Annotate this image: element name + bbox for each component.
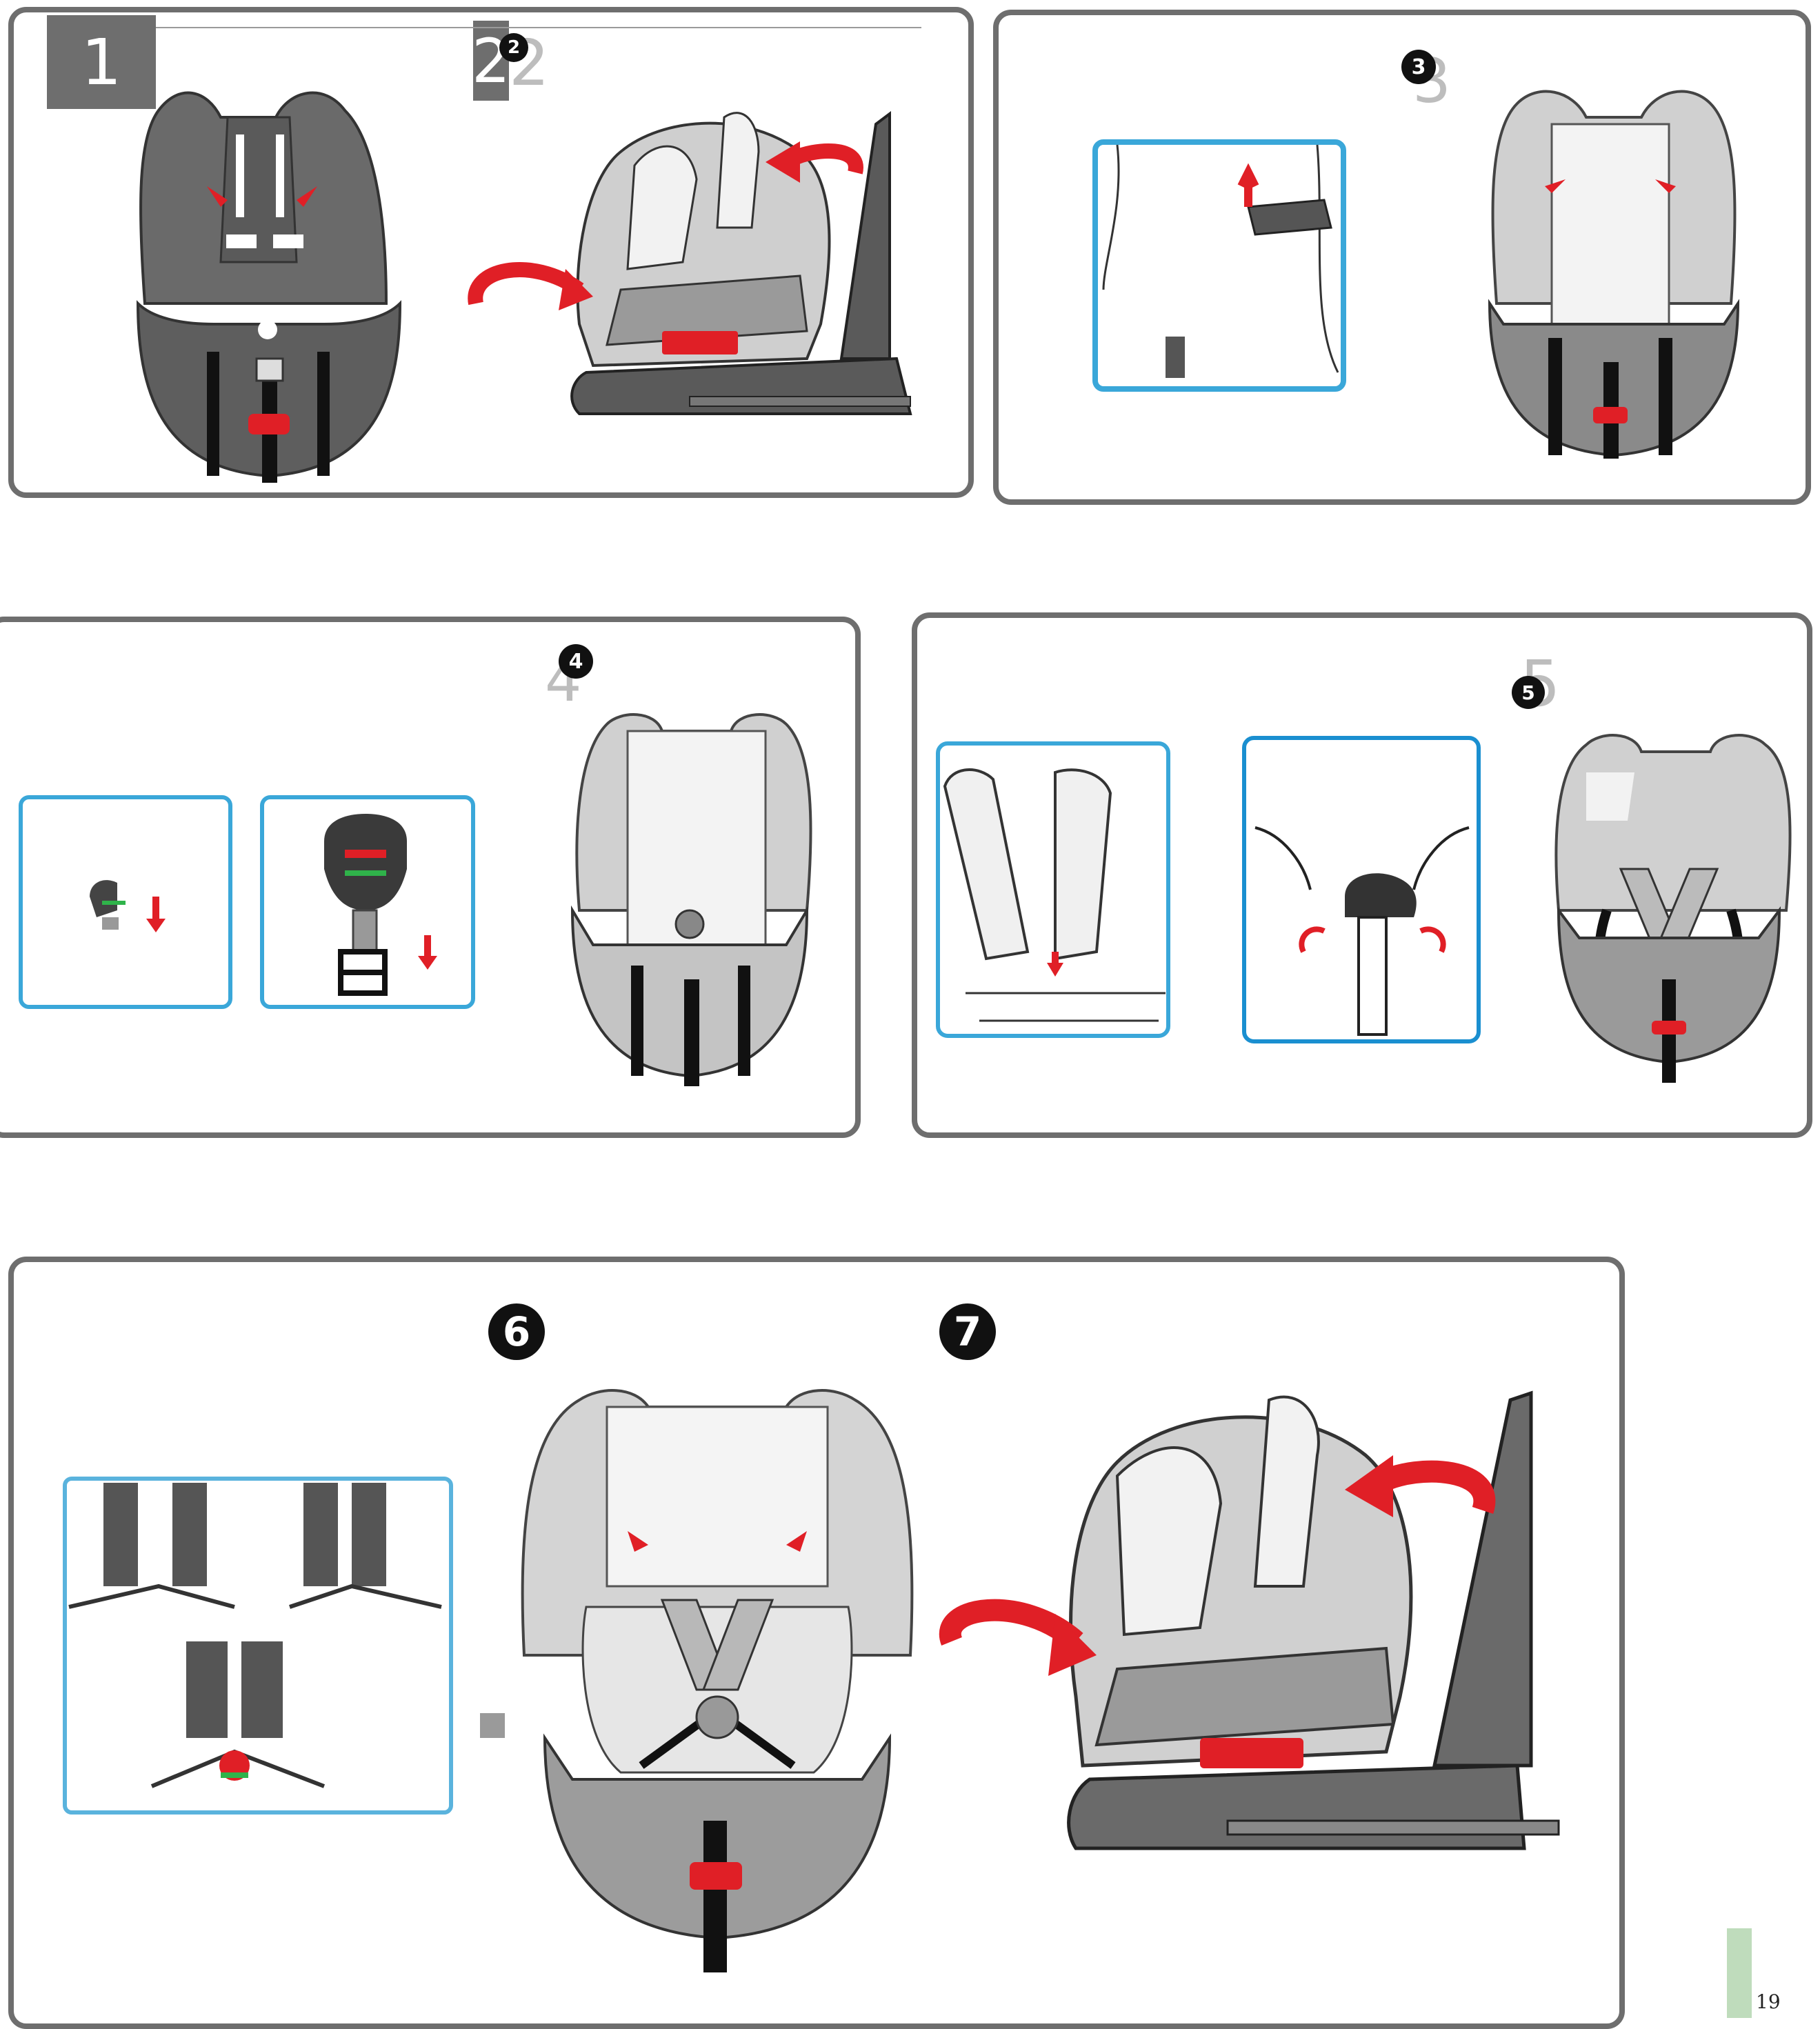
car-seat-icon xyxy=(572,714,811,1086)
page-tab xyxy=(1727,1928,1752,2018)
car-seat-icon xyxy=(138,93,400,483)
car-seat-icon xyxy=(1490,92,1738,459)
page-number: 19 xyxy=(1756,1990,1781,2013)
car-seat-icon xyxy=(1556,735,1790,1083)
isofix-base-icon xyxy=(1069,1393,1559,1848)
car-seat-icon xyxy=(523,1390,912,1972)
